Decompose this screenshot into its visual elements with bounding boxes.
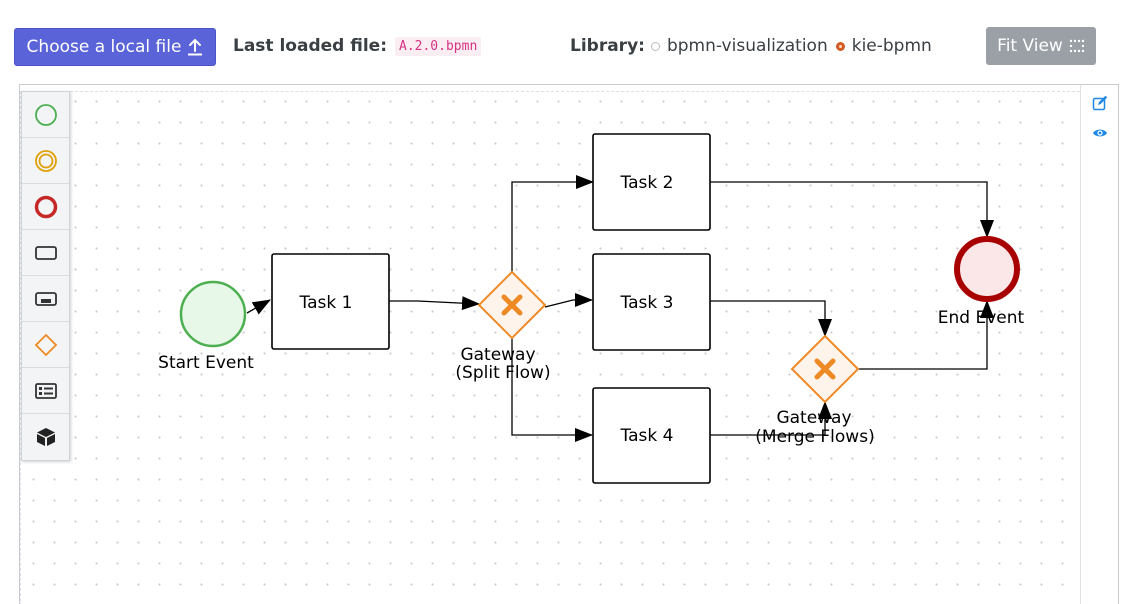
- merge-gateway-label-line2: (Merge Flows): [755, 427, 874, 447]
- canvas-top-border: [20, 91, 1080, 92]
- exclusive-x-icon: [814, 358, 836, 380]
- merge-gateway[interactable]: [790, 334, 860, 404]
- end-event-label: End Event: [938, 308, 1025, 328]
- radio-checked-icon: [835, 41, 845, 51]
- palette-item-artifact[interactable]: [22, 414, 69, 460]
- shape-palette: [21, 91, 70, 461]
- flow-task3-to-merge[interactable]: [710, 300, 832, 337]
- palette-item-task[interactable]: [22, 230, 69, 276]
- sequence-flows: [246, 175, 994, 442]
- palette-item-start-event[interactable]: [22, 92, 69, 138]
- flow-split-to-task2[interactable]: [511, 175, 594, 272]
- end-event-icon: [34, 195, 57, 218]
- start-event[interactable]: [179, 280, 247, 348]
- toolbar: Choose a local file Last loaded file: A.…: [0, 0, 1140, 84]
- merge-gateway-label-line1: Gateway: [776, 408, 851, 428]
- task-2[interactable]: [592, 133, 711, 231]
- flow-merge-to-end[interactable]: [858, 300, 994, 370]
- start-event-label: Start Event: [158, 353, 254, 373]
- palette-item-end-event[interactable]: [22, 184, 69, 230]
- edit-icon[interactable]: [1092, 95, 1108, 111]
- canvas-left-border: [20, 91, 21, 604]
- library-option-bpmn-visualization[interactable]: bpmn-visualization: [650, 36, 828, 56]
- library-selector: Library: bpmn-visualization kie-bpmn: [570, 36, 940, 56]
- subprocess-icon: [34, 291, 57, 306]
- gateway-icon: [34, 333, 57, 356]
- task-4[interactable]: [592, 387, 711, 484]
- flow-task1-to-split[interactable]: [389, 296, 480, 311]
- library-label: Library:: [570, 36, 645, 56]
- eye-icon[interactable]: [1092, 125, 1108, 141]
- dots-grid-icon: [1069, 39, 1085, 53]
- task-3[interactable]: [592, 253, 711, 351]
- split-gateway[interactable]: [477, 270, 547, 340]
- last-loaded-file: Last loaded file: A.2.0.bpmn: [233, 36, 482, 56]
- flow-task2-to-end[interactable]: [710, 181, 994, 238]
- palette-item-intermediate-event[interactable]: [22, 138, 69, 184]
- task-icon: [34, 245, 57, 260]
- start-event-icon: [34, 103, 57, 126]
- canvas-grid[interactable]: [20, 85, 1080, 604]
- task-2-label: Task 2: [620, 173, 674, 193]
- task-1[interactable]: [271, 253, 390, 350]
- radio-unchecked-icon: [650, 41, 660, 51]
- palette-item-subprocess[interactable]: [22, 276, 69, 322]
- split-gateway-label-line1: Gateway: [460, 345, 535, 365]
- bpmn-diagram: Start Event Task 1 Task 2 Task 3 Task 4 …: [158, 133, 1025, 484]
- library-option-kie-bpmn[interactable]: kie-bpmn: [835, 36, 932, 56]
- lane-icon: [34, 382, 57, 399]
- last-loaded-filename: A.2.0.bpmn: [395, 36, 482, 56]
- canvas-right-border: [1080, 85, 1081, 604]
- palette-item-lane[interactable]: [22, 368, 69, 414]
- artifact-cube-icon: [36, 428, 55, 446]
- flow-task4-to-merge[interactable]: [710, 401, 832, 436]
- flow-start-to-task1[interactable]: [246, 299, 271, 315]
- exclusive-x-icon: [501, 294, 523, 316]
- fit-view-label: Fit View: [997, 36, 1063, 56]
- task-3-label: Task 3: [620, 293, 674, 313]
- flow-split-to-task4[interactable]: [511, 338, 593, 442]
- task-4-label: Task 4: [620, 426, 674, 446]
- split-gateway-label-line2: (Split Flow): [455, 363, 550, 383]
- choose-file-label: Choose a local file: [26, 37, 182, 57]
- task-1-label: Task 1: [299, 293, 353, 313]
- end-event[interactable]: [954, 236, 1020, 302]
- choose-local-file-button[interactable]: Choose a local file: [14, 28, 216, 66]
- library-option-label: kie-bpmn: [851, 36, 932, 56]
- last-loaded-label: Last loaded file:: [233, 36, 387, 56]
- palette-item-gateway[interactable]: [22, 322, 69, 368]
- intermediate-event-icon: [34, 149, 57, 172]
- upload-icon: [188, 38, 203, 56]
- flow-split-to-task3[interactable]: [544, 293, 593, 308]
- side-toolbar: [1092, 95, 1112, 155]
- fit-view-button[interactable]: Fit View: [986, 27, 1096, 65]
- bpmn-editor: Start Event Task 1 Task 2 Task 3 Task 4 …: [19, 84, 1119, 604]
- library-option-label: bpmn-visualization: [666, 36, 828, 56]
